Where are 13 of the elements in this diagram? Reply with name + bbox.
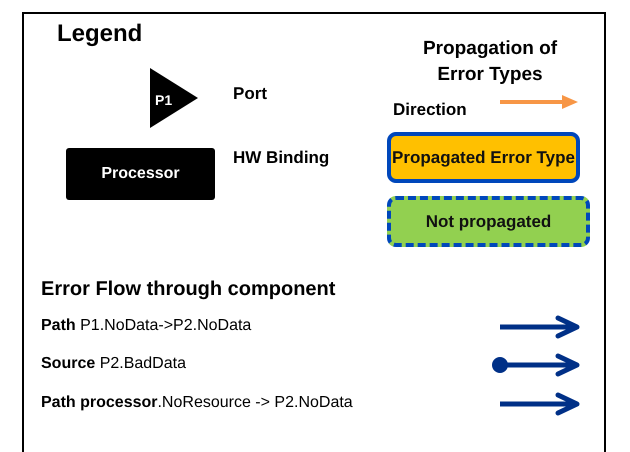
section-heading: Error Flow through component xyxy=(41,278,336,301)
not-propagated-box: Not propagated xyxy=(387,196,590,247)
legend-title: Legend xyxy=(57,20,142,48)
legend-text: Source P2.BadData xyxy=(41,355,186,373)
legend-text: Path P1.NoData->P2.NoData xyxy=(41,317,252,335)
section-heading: Propagation of Error Types xyxy=(422,37,558,87)
propagated-box: Propagated Error Type xyxy=(387,132,580,183)
legend-text: Direction xyxy=(393,100,467,120)
legend-text: HW Binding xyxy=(233,148,330,168)
legend-text: Path processor.NoResource -> P2.NoData xyxy=(41,394,353,412)
port-label: P1 xyxy=(155,92,172,108)
legend-text: Port xyxy=(233,84,267,104)
processor-box: Processor xyxy=(66,148,215,200)
